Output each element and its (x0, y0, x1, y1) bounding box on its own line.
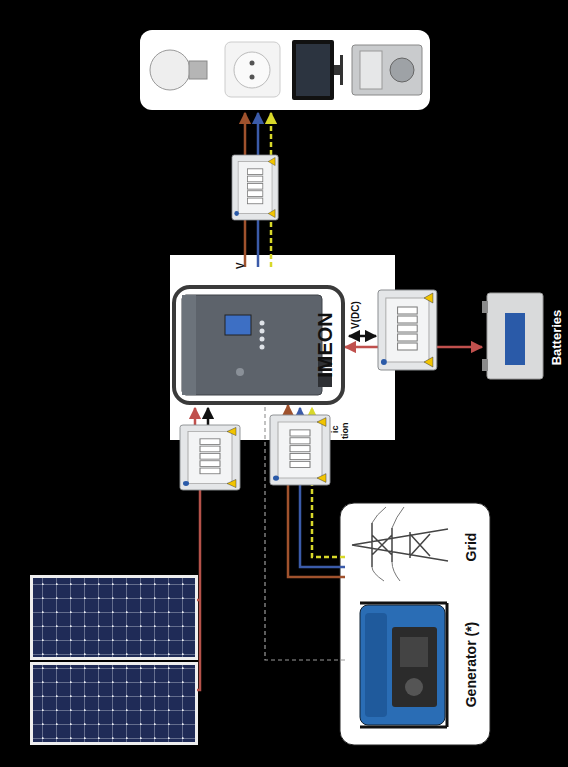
wall-socket-part (250, 61, 255, 66)
inverter-device-part (225, 315, 251, 335)
grid-pylon (352, 507, 448, 581)
loads-panel (140, 30, 430, 110)
generator-source: Generator (*) (345, 592, 485, 737)
node-label: IMEON (314, 289, 337, 401)
panel-wires-part (197, 599, 200, 602)
battery-illustration-part (505, 313, 525, 365)
appliance (352, 45, 422, 95)
panel-wires-part (197, 487, 200, 690)
generator-illustration-part (360, 605, 445, 725)
inverter-device-part (260, 345, 265, 350)
inverter-box: IMEON (172, 285, 345, 405)
dc-input-arrows-part (207, 408, 210, 427)
solar-panels-part (30, 662, 198, 745)
grid-pylon-part (372, 507, 404, 581)
generator-illustration-part (360, 603, 447, 727)
light-bulb-part (150, 50, 190, 90)
appliance-part (360, 51, 382, 89)
television-part (292, 40, 334, 100)
appliance-part (390, 58, 414, 82)
solar-panels-part (33, 578, 195, 657)
generator-illustration-part (365, 613, 387, 717)
dc-input-arrows-part (194, 408, 197, 427)
ac-breaker-box (270, 415, 330, 485)
solar-panels (30, 575, 198, 745)
inverter-device-part (260, 337, 265, 342)
battery-illustration-part (487, 293, 543, 379)
node-label: Batteries (549, 290, 564, 385)
output-breaker-box (232, 155, 278, 220)
panel-wires (197, 487, 200, 690)
generator-link (265, 405, 345, 660)
source-panel (340, 503, 490, 745)
battery-illustration-part (482, 301, 488, 313)
inverter-device-part (260, 329, 265, 334)
free-label: ic (330, 425, 340, 433)
light-bulb (150, 50, 207, 90)
generator-illustration-part (392, 627, 437, 707)
edge-label: V(DC) (350, 301, 361, 329)
television-part (340, 55, 343, 85)
battery-protection-box (378, 290, 437, 370)
television-part (296, 44, 330, 96)
battery-illustration (482, 293, 543, 379)
generator-illustration-part (405, 678, 423, 696)
appliance-part (352, 45, 422, 95)
television-part (334, 65, 340, 75)
inverter-device-part (182, 295, 322, 395)
inverter-device-part (236, 368, 244, 376)
battery-illustration-part (482, 359, 488, 371)
grid-pylon-part (352, 523, 448, 567)
wall-socket (225, 42, 280, 97)
solar-panels-part (30, 575, 198, 660)
battery-bank: Batteries (482, 290, 566, 385)
solar-panels-part (33, 665, 195, 742)
node-label: Grid (463, 507, 479, 587)
wall-socket-part (234, 52, 270, 88)
television (292, 40, 343, 100)
free-label: tion (340, 423, 350, 440)
inverter-device-part (182, 295, 196, 395)
node-label: Generator (*) (463, 592, 479, 737)
vdc-arrow (349, 336, 376, 337)
free-label: V (235, 262, 246, 269)
inverter-device (182, 295, 332, 395)
dc-switch-box (180, 425, 240, 490)
light-bulb-part (189, 61, 207, 79)
wall-socket-part (225, 42, 280, 97)
generator-illustration-part (400, 637, 428, 667)
grid-source: Grid (345, 507, 485, 587)
inverter-device-part (260, 321, 265, 326)
generator-illustration (360, 603, 447, 727)
vdc-arrow-part (349, 335, 376, 338)
wall-socket-part (250, 75, 255, 80)
dc-input-arrows (195, 408, 208, 427)
